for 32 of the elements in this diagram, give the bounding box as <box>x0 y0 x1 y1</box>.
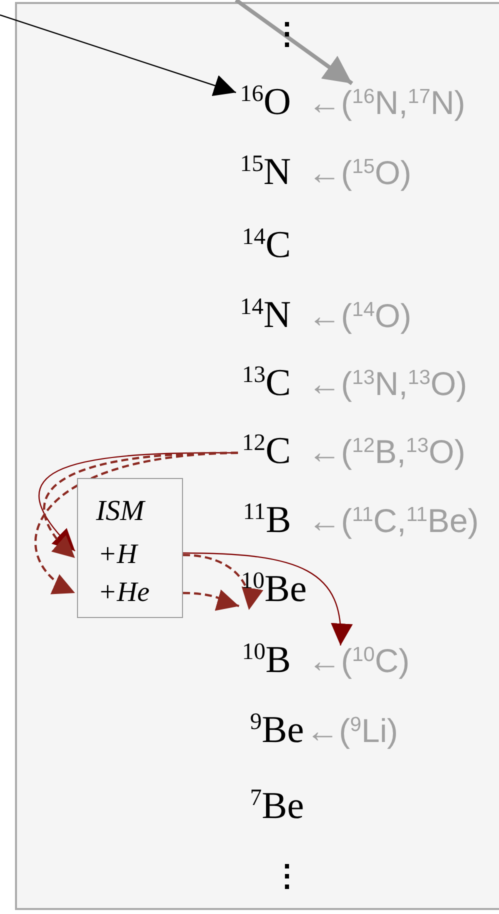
isotope-label: $^{16}$O <box>240 83 291 121</box>
arrow <box>182 588 240 610</box>
isotope-label: $^{13}$C <box>242 364 291 402</box>
isotope-label: $^{9}$Be <box>250 711 304 749</box>
ellipsis-dots: ⋮ <box>272 862 302 892</box>
isotope-label: $^{7}$Be <box>250 787 304 825</box>
panel-box <box>15 2 499 910</box>
isotope-label: $^{15}$N <box>240 153 291 191</box>
isotope-label: $^{12}$C <box>242 432 291 470</box>
box-title: ISM <box>96 497 144 526</box>
parent-isotopes-label: ←($^{15}$O) <box>308 156 412 188</box>
isotope-label: $^{10}$B <box>242 641 291 679</box>
parent-isotopes-label: ←($^{9}$Li) <box>306 714 398 746</box>
arrow <box>34 452 238 594</box>
arrow <box>182 554 262 610</box>
isotope-label: $^{14}$N <box>240 296 291 334</box>
parent-isotopes-label: ←($^{10}$C) <box>308 644 410 676</box>
parent-isotopes-label: ←($^{16}$N,$^{17}$N) <box>308 86 466 118</box>
parent-isotopes-label: ←($^{13}$N,$^{13}$O) <box>308 366 468 400</box>
box-text: +He <box>98 579 150 607</box>
parent-isotopes-label: ←($^{14}$O) <box>308 298 412 332</box>
arrow <box>0 14 236 96</box>
isotope-label: $^{11}$B <box>243 501 292 539</box>
ism-box <box>77 478 183 618</box>
isotope-label: $^{10}$Be <box>241 570 307 608</box>
arrow <box>183 552 352 646</box>
arrow <box>234 0 354 86</box>
box-text: +H <box>98 541 138 569</box>
isotope-label: $^{14}$C <box>242 226 291 264</box>
parent-isotopes-label: ←($^{11}$C,$^{11}$Be) <box>308 504 479 536</box>
ellipsis-dots: ⋮ <box>272 20 302 50</box>
parent-isotopes-label: ←($^{12}$B,$^{13}$O) <box>308 434 466 468</box>
